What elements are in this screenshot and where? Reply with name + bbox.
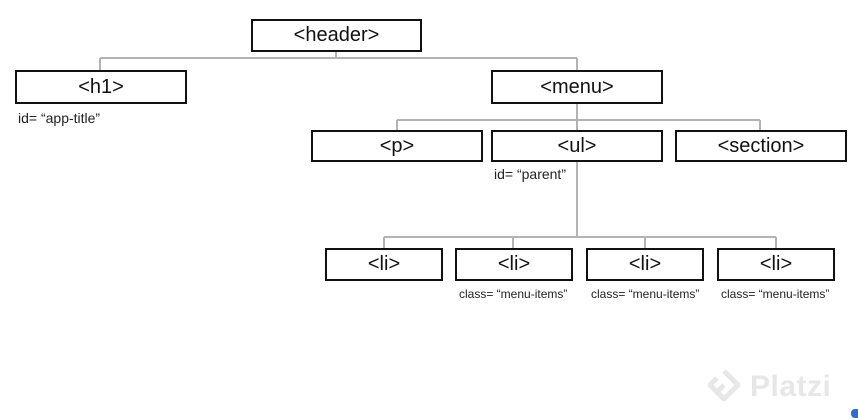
p-node: <p>: [311, 130, 483, 162]
li-4-class-label: class= “menu-items”: [721, 287, 830, 301]
li-node-1: <li>: [325, 248, 443, 281]
header-node: <header>: [251, 19, 422, 52]
menu-node: <menu>: [491, 70, 663, 104]
section-node: <section>: [675, 130, 847, 162]
ul-node: <ul>: [491, 130, 663, 162]
platzi-watermark: Platzi: [704, 364, 854, 410]
h1-id-label: id= “app-title”: [18, 110, 101, 126]
platzi-logo-icon: [707, 369, 741, 402]
corner-indicator: [851, 409, 858, 418]
li-node-3: <li>: [586, 248, 704, 281]
li-node-4: <li>: [717, 248, 835, 281]
h1-node: <h1>: [15, 70, 187, 104]
li-2-class-label: class= “menu-items”: [459, 287, 568, 301]
ul-id-label: id= “parent”: [494, 166, 566, 182]
platzi-watermark-text: Platzi: [750, 370, 832, 403]
li-node-2: <li>: [455, 248, 573, 281]
li-3-class-label: class= “menu-items”: [591, 287, 700, 301]
